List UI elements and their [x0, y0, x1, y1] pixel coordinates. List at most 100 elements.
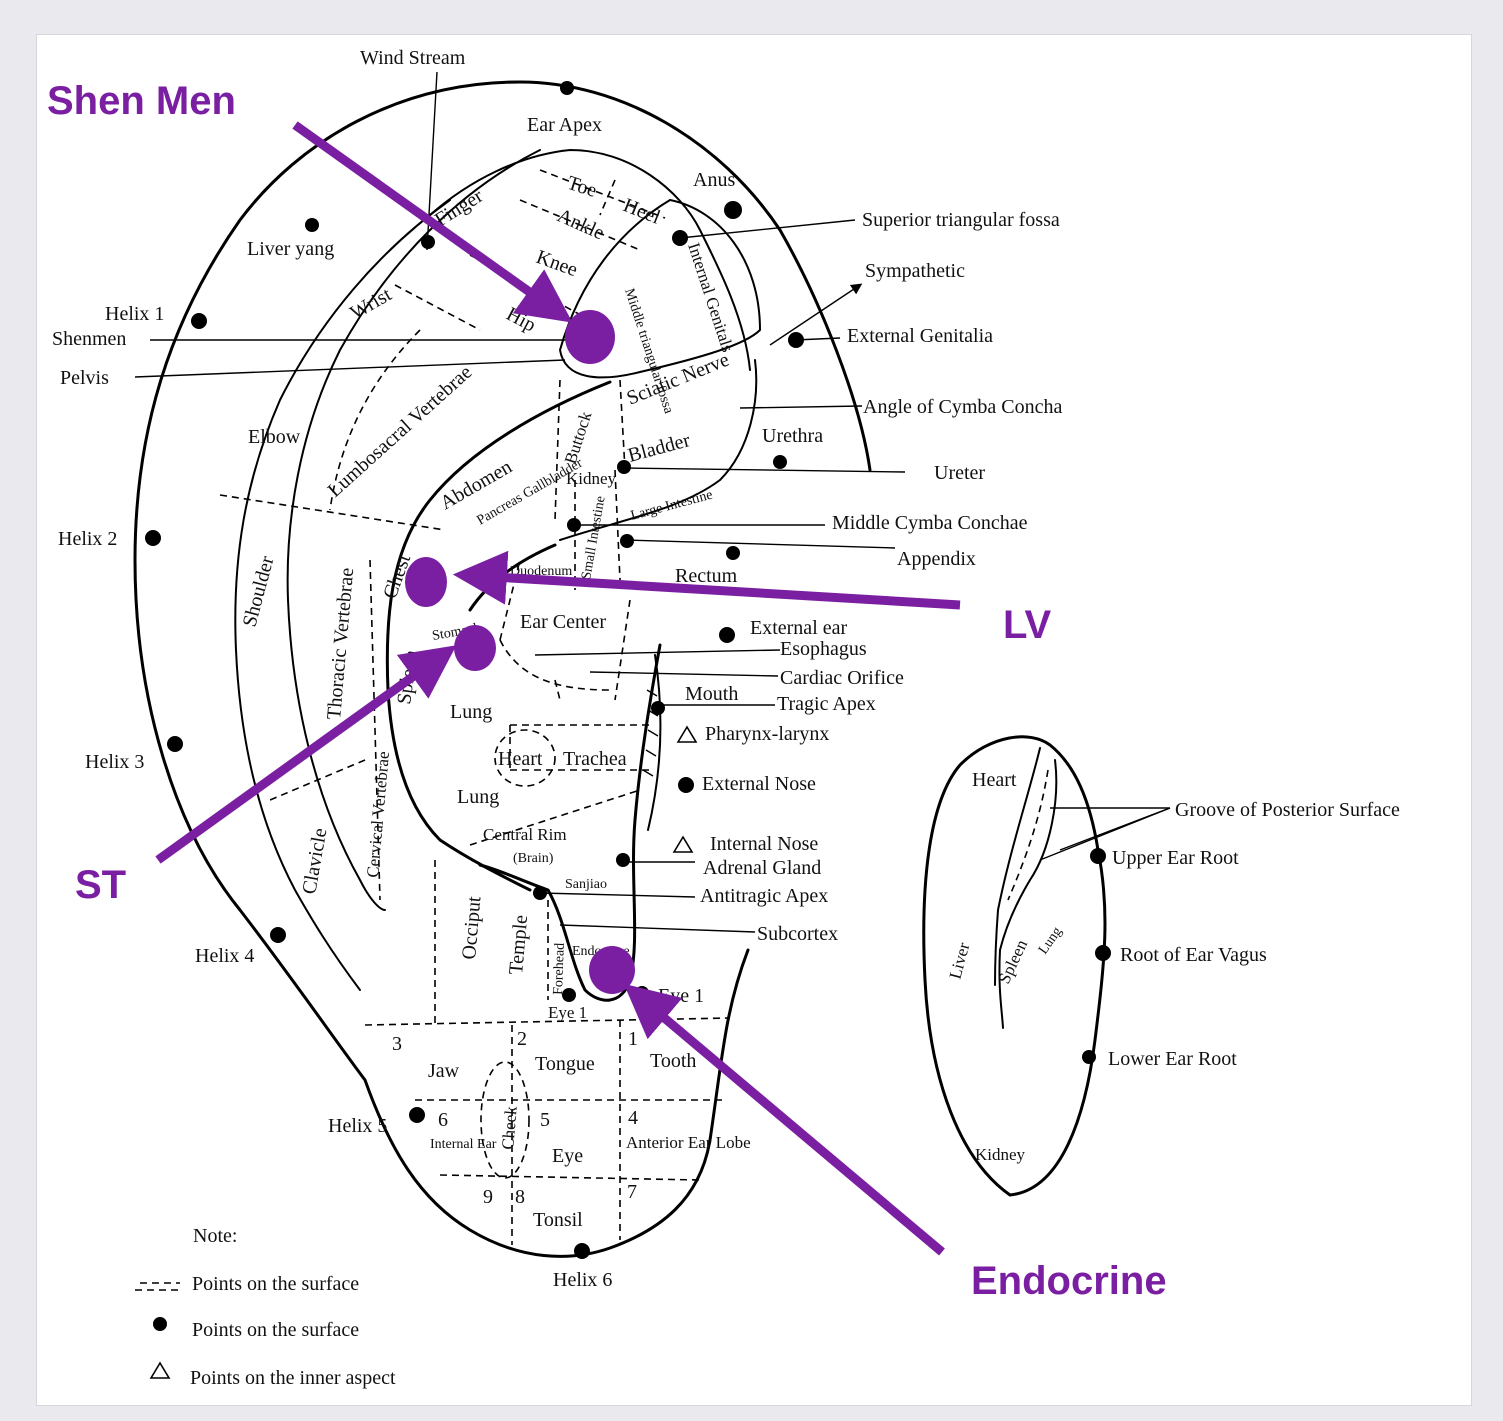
diagram-labels: Wind Stream Ear Apex Anus Toe Heel Finge… [52, 47, 1063, 1291]
label-antitragic: Antitragic Apex [700, 885, 828, 907]
legend-triangle: Points on the inner aspect [190, 1367, 396, 1389]
label-helix6: Helix 6 [553, 1269, 612, 1291]
label-n7: 7 [627, 1181, 637, 1203]
ear-outline [135, 82, 870, 1256]
legend-dashed: Points on the surface [192, 1273, 359, 1295]
highlight-dot-shen-men [565, 310, 615, 364]
label-cervical: Cervical Vertebrae [363, 751, 393, 879]
label-pharynx: Pharynx-larynx [705, 723, 829, 745]
highlight-dot-st [454, 625, 496, 671]
label-central-rim: Central Rim [483, 825, 567, 844]
label-anus: Anus [693, 169, 735, 191]
callout-shen-men: Shen Men [47, 79, 236, 123]
label-temple: Temple [505, 914, 532, 976]
label-middle-cymba: Middle Cymba Conchae [832, 512, 1028, 534]
label-liver-yang: Liver yang [247, 238, 334, 260]
label-eye1-right: Eye 1 [658, 985, 704, 1007]
label-back-kidney: Kidney [975, 1145, 1026, 1164]
label-ear-center: Ear Center [520, 611, 606, 633]
label-sanjiao: Sanjiao [565, 877, 607, 892]
label-external-ear: External ear [750, 617, 847, 639]
label-n6: 6 [438, 1109, 448, 1131]
label-external-genitalia: External Genitalia [847, 325, 993, 347]
label-back-lung: Lung [1036, 924, 1065, 957]
label-shoulder: Shoulder [239, 554, 279, 630]
label-liver: Liver [946, 940, 974, 981]
label-heel: Heel [620, 194, 664, 229]
leader-lines [135, 72, 1170, 932]
label-small-intestine: Small Intestine [579, 495, 608, 581]
label-n4: 4 [628, 1107, 638, 1129]
label-jaw: Jaw [428, 1060, 460, 1082]
label-thoracic: Thoracic Vertebrae [323, 567, 358, 721]
label-lung2: Lung [457, 786, 499, 808]
callout-st: ST [75, 863, 126, 907]
label-cardiac-orifice: Cardiac Orifice [780, 667, 904, 689]
label-elbow: Elbow [248, 426, 301, 448]
label-occiput: Occiput [458, 895, 485, 960]
label-trachea: Trachea [563, 748, 627, 770]
label-pelvis: Pelvis [60, 367, 109, 389]
posterior-labels: Heart Groove of Posterior Surface Upper … [946, 769, 1401, 1164]
label-rectum: Rectum [675, 565, 738, 587]
label-internal-ear: Internal Ear [430, 1137, 497, 1152]
label-adrenal: Adrenal Gland [703, 857, 821, 879]
label-internal-genitals: Internal Genitals [684, 240, 737, 354]
label-helix4: Helix 4 [195, 945, 254, 967]
label-heart: Heart [498, 748, 543, 770]
label-toe: Toe [564, 172, 599, 202]
label-hip: Hip [503, 303, 540, 337]
highlight-callouts: Shen Men LV ST Endocrine [47, 79, 1167, 1303]
label-n5: 5 [540, 1109, 550, 1131]
label-ureter: Ureter [934, 462, 985, 484]
label-n1: 1 [628, 1028, 638, 1050]
label-esophagus: Esophagus [780, 638, 867, 660]
label-lower-root: Lower Ear Root [1108, 1048, 1237, 1070]
label-knee: Knee [533, 246, 580, 281]
label-brain: (Brain) [513, 851, 554, 866]
label-n2: 2 [517, 1028, 527, 1050]
legend-note: Note: [193, 1225, 237, 1247]
label-forehead: Forehead [551, 943, 568, 996]
label-urethra: Urethra [762, 425, 823, 447]
label-ear-apex: Ear Apex [527, 114, 602, 136]
label-clavicle: Clavicle [298, 826, 331, 896]
label-n9: 9 [483, 1186, 493, 1208]
legend-dot: Points on the surface [192, 1319, 359, 1341]
label-subcortex: Subcortex [757, 923, 838, 945]
label-sympathetic: Sympathetic [865, 260, 965, 282]
label-helix1: Helix 1 [105, 303, 164, 325]
legend: Note: Points on the surface Points on th… [190, 1225, 396, 1389]
label-groove: Groove of Posterior Surface [1175, 799, 1400, 821]
highlight-dot-lv [405, 557, 447, 607]
label-internal-nose: Internal Nose [710, 833, 818, 855]
label-helix5: Helix 5 [328, 1115, 387, 1137]
label-lumbosacral: Lumbosacral Vertebrae [324, 361, 477, 502]
callout-lv: LV [1003, 603, 1051, 647]
label-eye1-left: Eye 1 [548, 1003, 587, 1022]
label-superior-triangular-fossa: Superior triangular fossa [862, 209, 1060, 231]
label-tongue: Tongue [535, 1053, 595, 1075]
label-anterior-lobe: Anterior Ear Lobe [626, 1133, 751, 1152]
label-appendix: Appendix [897, 548, 976, 570]
label-upper-root: Upper Ear Root [1112, 847, 1239, 869]
label-tragic-apex: Tragic Apex [777, 693, 876, 715]
label-helix3: Helix 3 [85, 751, 144, 773]
label-external-nose: External Nose [702, 773, 816, 795]
label-large-intestine: Large Intestine [629, 488, 714, 524]
label-tonsil: Tonsil [533, 1209, 583, 1231]
label-angle-cymba: Angle of Cymba Concha [863, 396, 1063, 418]
label-n3: 3 [392, 1033, 402, 1055]
label-mouth: Mouth [685, 683, 738, 705]
label-tooth: Tooth [650, 1050, 696, 1072]
label-back-heart: Heart [972, 769, 1017, 791]
label-eye: Eye [552, 1145, 583, 1167]
legend-graphics [140, 1283, 180, 1378]
label-n8: 8 [515, 1186, 525, 1208]
callout-endocrine: Endocrine [971, 1259, 1167, 1303]
label-shenmen: Shenmen [52, 328, 126, 350]
label-vagus: Root of Ear Vagus [1120, 944, 1267, 966]
label-helix2: Helix 2 [58, 528, 117, 550]
highlight-dot-endocrine [589, 946, 635, 994]
